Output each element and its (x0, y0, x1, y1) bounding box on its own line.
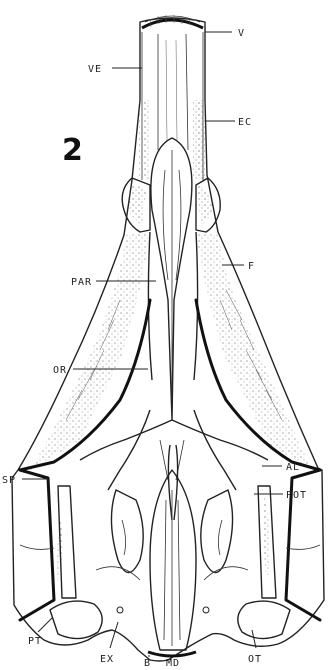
label-ot: OT (248, 654, 262, 665)
basioccipital (148, 470, 196, 656)
figure-number: 2 (62, 133, 83, 168)
label-pot: POT (286, 490, 307, 501)
label-ex: EX (100, 654, 114, 665)
label-ve: VE (88, 64, 102, 75)
parasphenoid (151, 138, 192, 420)
label-ec: EC (238, 117, 252, 128)
label-or: OR (53, 365, 67, 376)
label-f: F (248, 261, 255, 272)
label-sp: SP (2, 475, 16, 486)
label-al: AL (286, 462, 300, 473)
frontal-bones (30, 232, 312, 470)
label-md: MD (166, 658, 180, 669)
label-pt: PT (28, 636, 42, 647)
label-v: V (238, 28, 245, 39)
label-b: B (144, 658, 151, 669)
label-par: PAR (71, 277, 92, 288)
lateral-ethmoid (122, 178, 220, 232)
posterior-lobes (50, 567, 290, 639)
vomer (142, 15, 203, 28)
central-cranium (80, 410, 268, 520)
